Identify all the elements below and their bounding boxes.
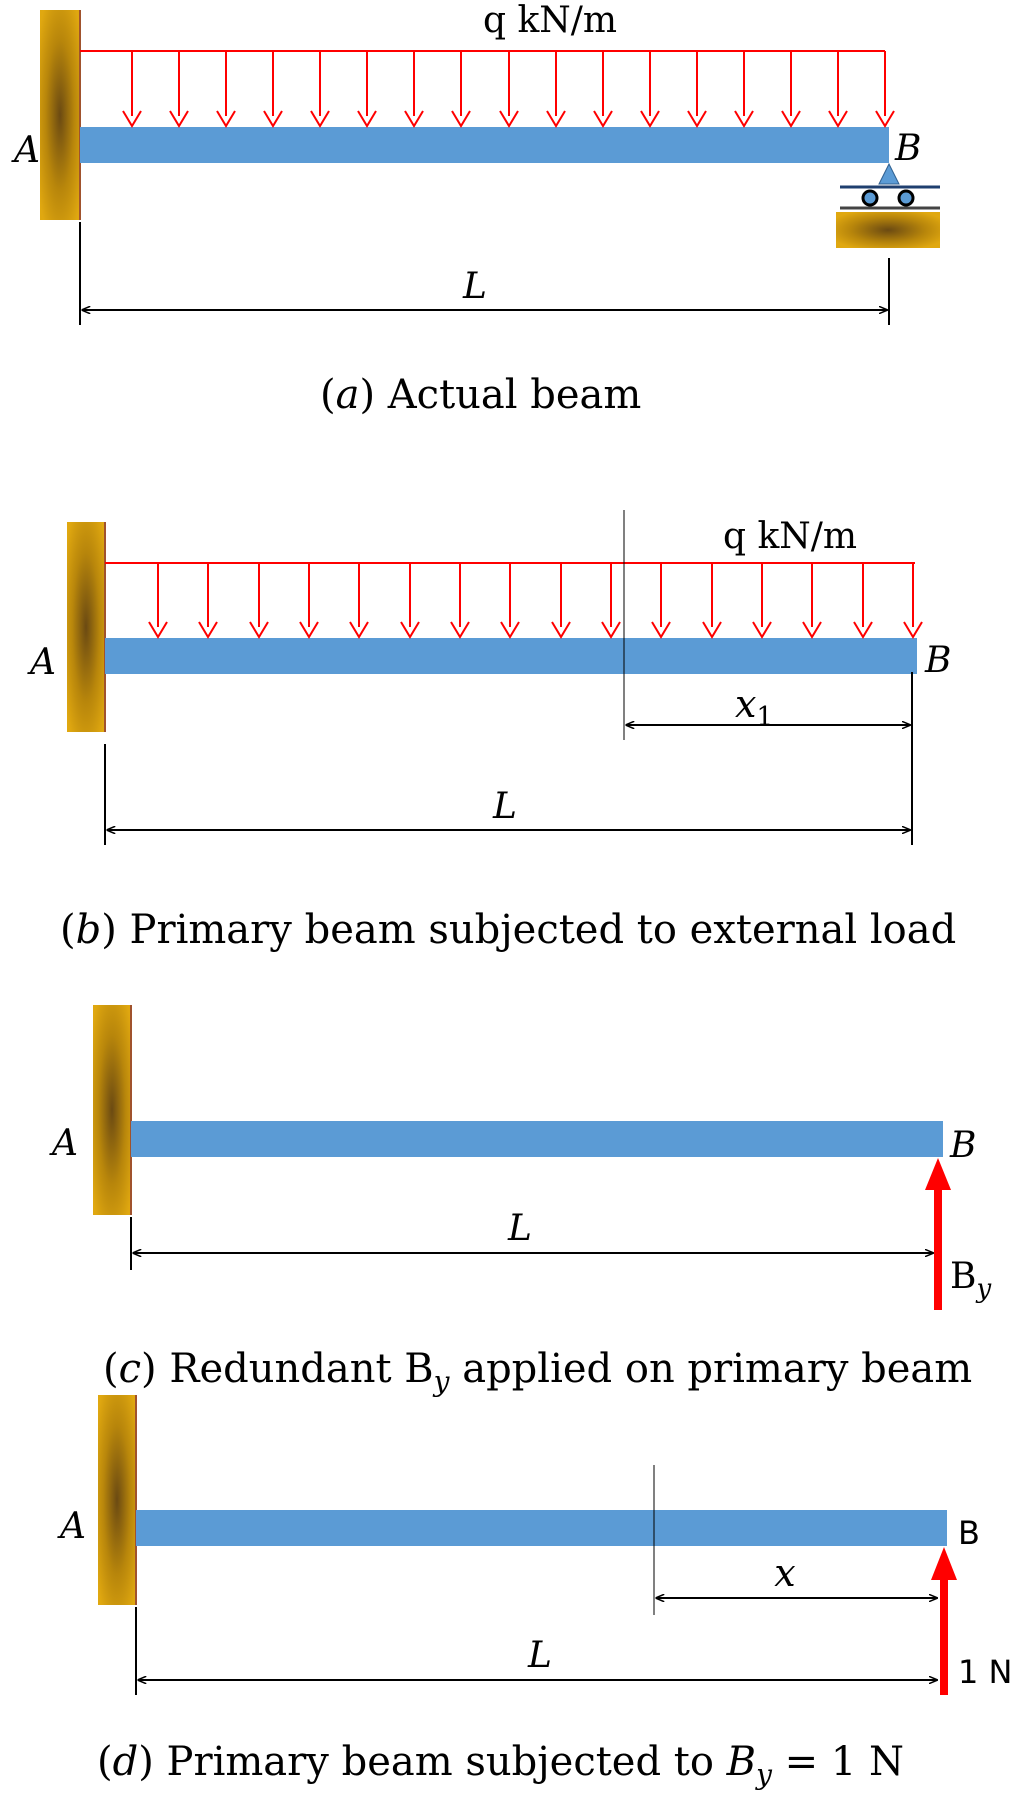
load-arrow-head	[148, 621, 168, 639]
force-label: By	[950, 1256, 991, 1304]
fixed-support-a	[98, 1395, 136, 1605]
load-arrow-head	[263, 110, 283, 128]
force-label: 1 N	[958, 1653, 1012, 1691]
label-b: B	[894, 128, 921, 169]
load-arrow-head	[702, 621, 722, 639]
panel-d: A B x L 1 N (d) Primary beam subjected t…	[57, 1395, 1012, 1791]
span-label: L	[527, 1635, 552, 1676]
load-arrow-head	[593, 110, 613, 128]
load-arrow-head	[875, 110, 895, 128]
span-label: L	[507, 1208, 532, 1249]
beam	[131, 1121, 943, 1157]
load-arrow-head	[400, 621, 420, 639]
load-arrow-head	[853, 621, 873, 639]
load-arrow-head	[651, 621, 671, 639]
distributed-load-arrows	[148, 563, 923, 639]
load-arrow-head	[216, 110, 236, 128]
load-arrow-head	[310, 110, 330, 128]
caption: (c) Redundant By applied on primary beam	[103, 1346, 972, 1398]
load-arrow-head	[546, 110, 566, 128]
caption: (b) Primary beam subjected to external l…	[60, 907, 956, 953]
load-arrow-head	[451, 110, 471, 128]
load-arrow-head	[903, 621, 923, 639]
load-arrow-head	[551, 621, 571, 639]
redundant-force-arrow	[925, 1158, 951, 1310]
label-a: A	[49, 1123, 78, 1164]
x1-label: x1	[735, 682, 773, 732]
label-b: B	[958, 1514, 980, 1552]
load-arrow-head	[404, 110, 424, 128]
beam	[105, 638, 917, 674]
load-arrow-head	[734, 110, 754, 128]
load-arrow-head	[802, 621, 822, 639]
load-arrow-head	[249, 621, 269, 639]
panel-a: q kN/m A B L (a) Actual beam	[11, 0, 940, 418]
load-arrow-head	[499, 110, 519, 128]
label-b: B	[924, 640, 951, 681]
load-label: q kN/m	[483, 0, 617, 41]
load-arrow-head	[500, 621, 520, 639]
span-label: L	[462, 266, 487, 307]
label-a: A	[27, 642, 56, 683]
load-arrow-head	[349, 621, 369, 639]
load-arrow-head	[828, 110, 848, 128]
unit-load-arrow	[931, 1547, 957, 1695]
load-arrow-head	[357, 110, 377, 128]
x-label: x	[774, 1551, 795, 1595]
fixed-support-a	[67, 522, 105, 732]
load-arrow-head	[450, 621, 470, 639]
load-arrow-head	[687, 110, 707, 128]
load-arrow-head	[169, 110, 189, 128]
load-arrow-head	[299, 621, 319, 639]
label-a: A	[57, 1506, 86, 1547]
load-arrow-head	[752, 621, 772, 639]
roller-support-b	[836, 162, 940, 248]
panel-b: q kN/m A B x1 L (b) Primary beam subject…	[27, 510, 956, 953]
caption: (d) Primary beam subjected to By = 1 N	[97, 1739, 904, 1791]
panel-c: A B L By (c) Redundant By applied on pri…	[49, 1005, 991, 1398]
load-arrow-head	[198, 621, 218, 639]
beam	[80, 127, 889, 163]
load-arrow-head	[781, 110, 801, 128]
load-arrow-head	[122, 110, 142, 128]
span-label: L	[492, 786, 517, 827]
label-a: A	[11, 130, 40, 171]
load-arrow-head	[640, 110, 660, 128]
distributed-load-arrows	[122, 51, 895, 128]
fixed-support-a	[40, 10, 80, 220]
label-b: B	[949, 1125, 976, 1166]
load-arrow-head	[601, 621, 621, 639]
fixed-support-a	[93, 1005, 131, 1215]
beam	[136, 1510, 947, 1546]
load-label: q kN/m	[723, 516, 857, 557]
caption: (a) Actual beam	[320, 372, 641, 418]
